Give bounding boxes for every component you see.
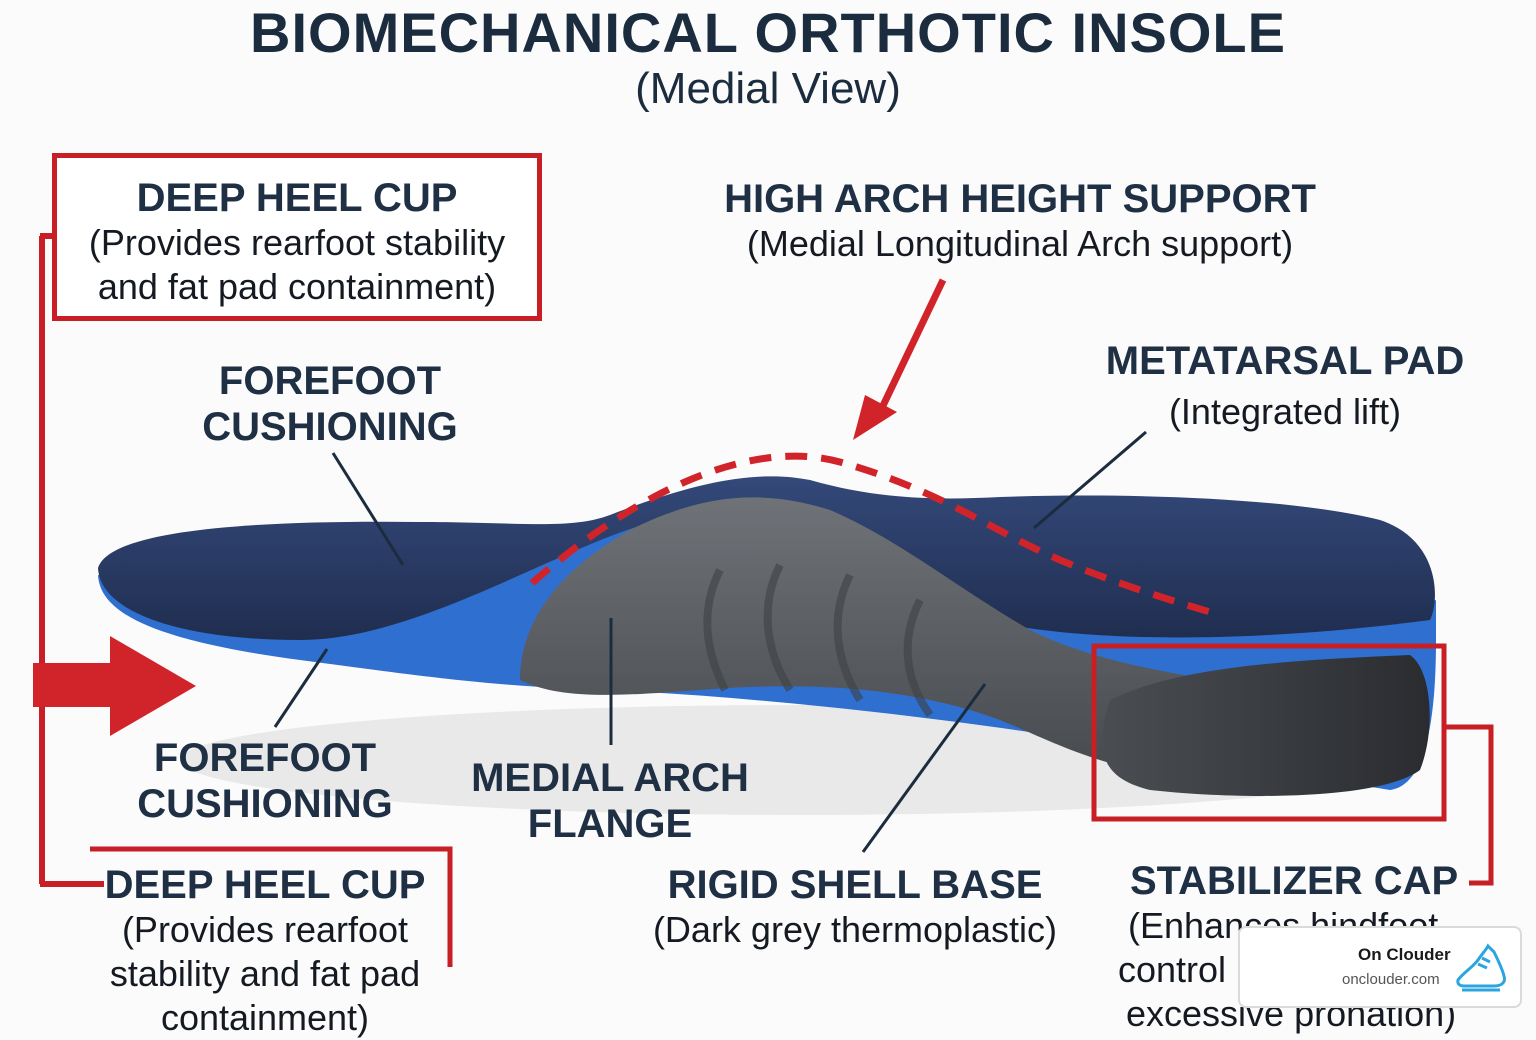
flange-rib [833, 573, 864, 703]
brand-url[interactable]: onclouder.com [1342, 971, 1440, 988]
medial-flange-line2: FLANGE [527, 802, 693, 846]
heel-cup-bottom-line3: containment) [160, 997, 370, 1038]
leader-forefoot-bottom [273, 648, 329, 728]
arch-arrow-line [876, 278, 947, 414]
arch-dashed-line [529, 452, 1212, 616]
leader-forefoot-top [331, 452, 405, 566]
heel-cup-bottom-line2: stability and fat pad [109, 953, 421, 994]
forefoot-bottom-line2: CUSHIONING [137, 782, 393, 826]
leader-rigid-shell [861, 683, 987, 853]
stabilizer-cap-line2: control [1118, 949, 1227, 990]
metatarsal-pad-label: METATARSAL PAD (Integrated lift) [1090, 338, 1480, 434]
heel-cup-top-line1: (Provides rearfoot stability [88, 222, 506, 263]
heel-cup-bracket [90, 846, 453, 967]
running-shoe-icon [1456, 943, 1506, 992]
arch-support-desc: (Medial Longitudinal Arch support) [746, 223, 1294, 264]
stabilizer-bracket [1444, 724, 1494, 886]
stabilizer-cap-shape [1102, 655, 1430, 796]
rigid-shell-label: RIGID SHELL BASE (Dark grey thermoplasti… [620, 862, 1090, 952]
heel-cup-top-title: DEEP HEEL CUP [136, 176, 458, 220]
heel-cup-bottom-title: DEEP HEEL CUP [104, 863, 426, 907]
flange-rib [703, 568, 729, 692]
stabilizer-cap-frame [1091, 643, 1447, 822]
brand-badge[interactable]: On Clouder onclouder.com [1238, 926, 1522, 1008]
rigid-shell-desc: (Dark grey thermoplastic) [652, 909, 1058, 950]
metatarsal-pad-title: METATARSAL PAD [1105, 339, 1465, 383]
heel-cup-top-line2: and fat pad containment) [97, 266, 497, 307]
arch-arrow-head [853, 395, 897, 440]
heel-cup-bottom-label: DEEP HEEL CUP (Provides rearfoot stabili… [90, 862, 440, 1040]
leader-metatarsal [1033, 430, 1147, 530]
stabilizer-cap-title: STABILIZER CAP [1130, 859, 1459, 903]
arch-support-label: HIGH ARCH HEIGHT SUPPORT (Medial Longitu… [680, 176, 1360, 266]
forefoot-top-line1: FOREFOOT [218, 359, 442, 403]
heel-cup-top-box: DEEP HEEL CUP (Provides rearfoot stabili… [52, 153, 542, 321]
page-subtitle: (Medial View) [635, 64, 901, 113]
insole-top-surface [98, 476, 1435, 640]
forefoot-top-label: FOREFOOT CUSHIONING [160, 358, 500, 450]
forefoot-bottom-label: FOREFOOT CUSHIONING [100, 735, 430, 827]
rigid-shell-title: RIGID SHELL BASE [667, 863, 1043, 907]
metatarsal-pad-desc: (Integrated lift) [1168, 391, 1402, 432]
heel-cup-bottom-line1: (Provides rearfoot [121, 909, 409, 950]
page-title: BIOMECHANICAL ORTHOTIC INSOLE [250, 1, 1286, 64]
forefoot-bottom-line1: FOREFOOT [153, 736, 377, 780]
flange-rib [763, 563, 794, 693]
flange-rib [903, 598, 934, 718]
medial-flange-label: MEDIAL ARCH FLANGE [450, 755, 770, 847]
left-red-arrow [33, 636, 196, 736]
forefoot-top-line2: CUSHIONING [202, 405, 458, 449]
brand-name: On Clouder [1358, 945, 1451, 964]
medial-flange-line1: MEDIAL ARCH [471, 756, 749, 800]
arch-support-title: HIGH ARCH HEIGHT SUPPORT [724, 177, 1316, 221]
